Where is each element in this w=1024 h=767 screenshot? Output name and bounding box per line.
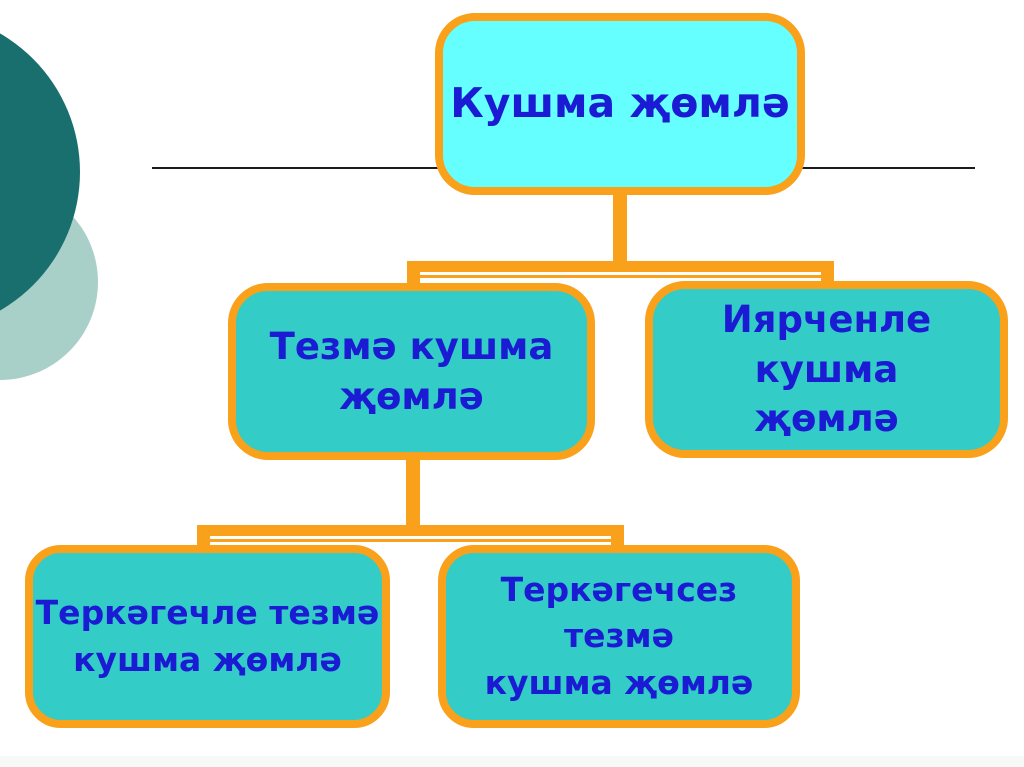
- diagram-node-root: Кушма җөмлә: [435, 13, 805, 195]
- diagram-node-terkagechle-tezme: Теркәгечле тезмә кушма җөмлә: [25, 545, 390, 728]
- connector-level2-bar: [407, 261, 834, 272]
- connector-level3-right-leg: [611, 525, 624, 549]
- node-label: Теркәгечле тезмә кушма җөмлә: [35, 593, 380, 679]
- connector-tezme-stem: [406, 455, 420, 530]
- connector-root-stem: [613, 190, 627, 266]
- diagram-node-iyarchenle-kushma: Иярченле кушма җөмлә: [645, 281, 1008, 458]
- connector-level3-left-leg: [197, 525, 210, 549]
- node-label: Иярченле кушма җөмлә: [721, 297, 932, 441]
- diagram-node-tezme-kushma: Тезмә кушма җөмлә: [228, 283, 595, 460]
- node-label: Теркәгечсез тезмә кушма җөмлә: [484, 570, 754, 702]
- node-label: Тезмә кушма җөмлә: [269, 324, 554, 418]
- connector-level3-thin-line: [210, 539, 611, 542]
- diagram-node-terkagechsez-tezme: Теркәгечсез тезмә кушма җөмлә: [438, 545, 800, 728]
- connector-level2-left-leg: [407, 261, 420, 285]
- connector-level3-bar: [197, 525, 624, 536]
- connector-level2-right-leg: [821, 261, 834, 285]
- bottom-strip: [0, 756, 1024, 767]
- connector-level2-thin-line: [420, 275, 821, 278]
- node-label: Кушма җөмлә: [450, 79, 790, 128]
